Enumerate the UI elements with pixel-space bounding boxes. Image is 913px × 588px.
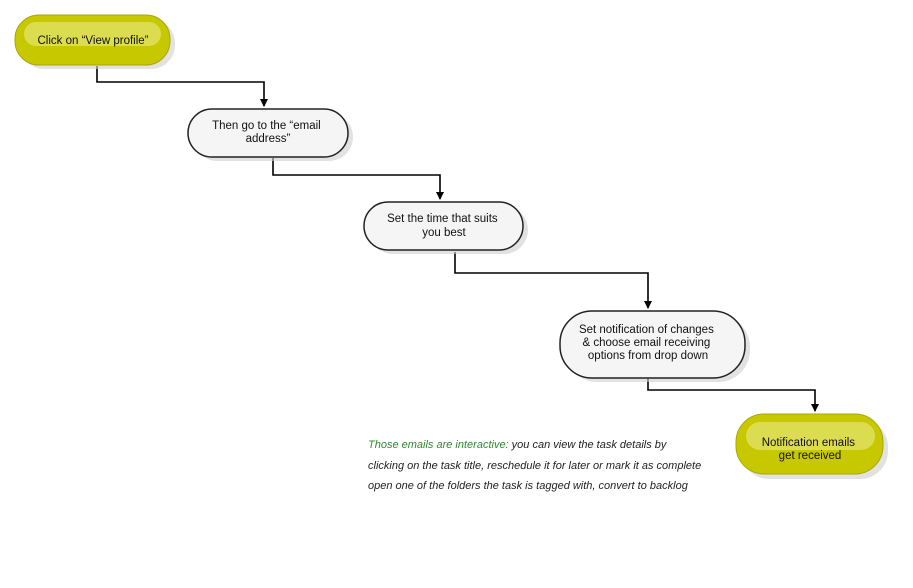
connectors (96, 66, 819, 412)
interactive-emails-note: Those emails are interactive: you can vi… (368, 435, 703, 497)
step-set-time-label: Set the time that suits you best (387, 213, 501, 239)
connector-3 (454, 252, 652, 309)
connector-1 (96, 66, 268, 107)
step-notifications: Set notification of changes & choose ema… (559, 310, 750, 382)
note-highlight: Those emails are interactive: (368, 439, 509, 451)
step-received: Notification emails get received (735, 413, 888, 479)
step-set-time: Set the time that suits you best (363, 201, 528, 254)
step-view-profile-label: Click on “View profile” (38, 35, 149, 47)
step-received-label: Notification emails get received (762, 437, 859, 462)
connector-4 (647, 377, 819, 412)
step-view-profile: Click on “View profile” (14, 14, 175, 69)
step-notifications-label: Set notification of changes & choose ema… (579, 324, 717, 362)
step-email-address-label: Then go to the “email address” (212, 120, 324, 145)
note-text: you can view the task details by clickin… (368, 439, 702, 492)
connector-2 (272, 158, 444, 200)
step-email-address: Then go to the “email address” (187, 108, 353, 161)
